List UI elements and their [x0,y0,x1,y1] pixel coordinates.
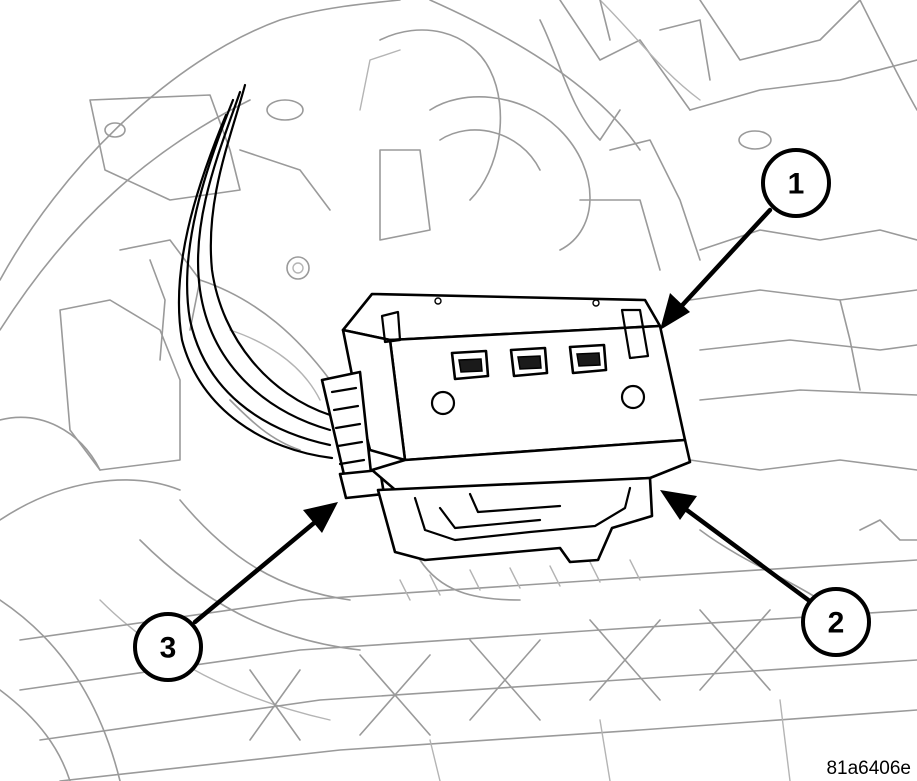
wire-harness [177,83,334,460]
leader-line-3 [192,515,323,625]
leader-line-1 [673,207,773,315]
module [320,292,687,500]
callout-2: 2 [801,587,871,657]
arrow-head-3 [303,502,338,533]
figure-id: 81a6406e [826,758,911,779]
callout-3-number: 3 [160,632,177,665]
callout-3: 3 [133,612,203,682]
callout-2-number: 2 [828,607,845,640]
arrow-head-1 [660,293,690,330]
arrow-head-2 [660,490,697,520]
callout-1: 1 [761,148,831,218]
callout-1-number: 1 [788,168,805,201]
leader-line-2 [677,502,818,608]
mounting-bracket [370,438,692,564]
leader-arrows [192,207,818,625]
